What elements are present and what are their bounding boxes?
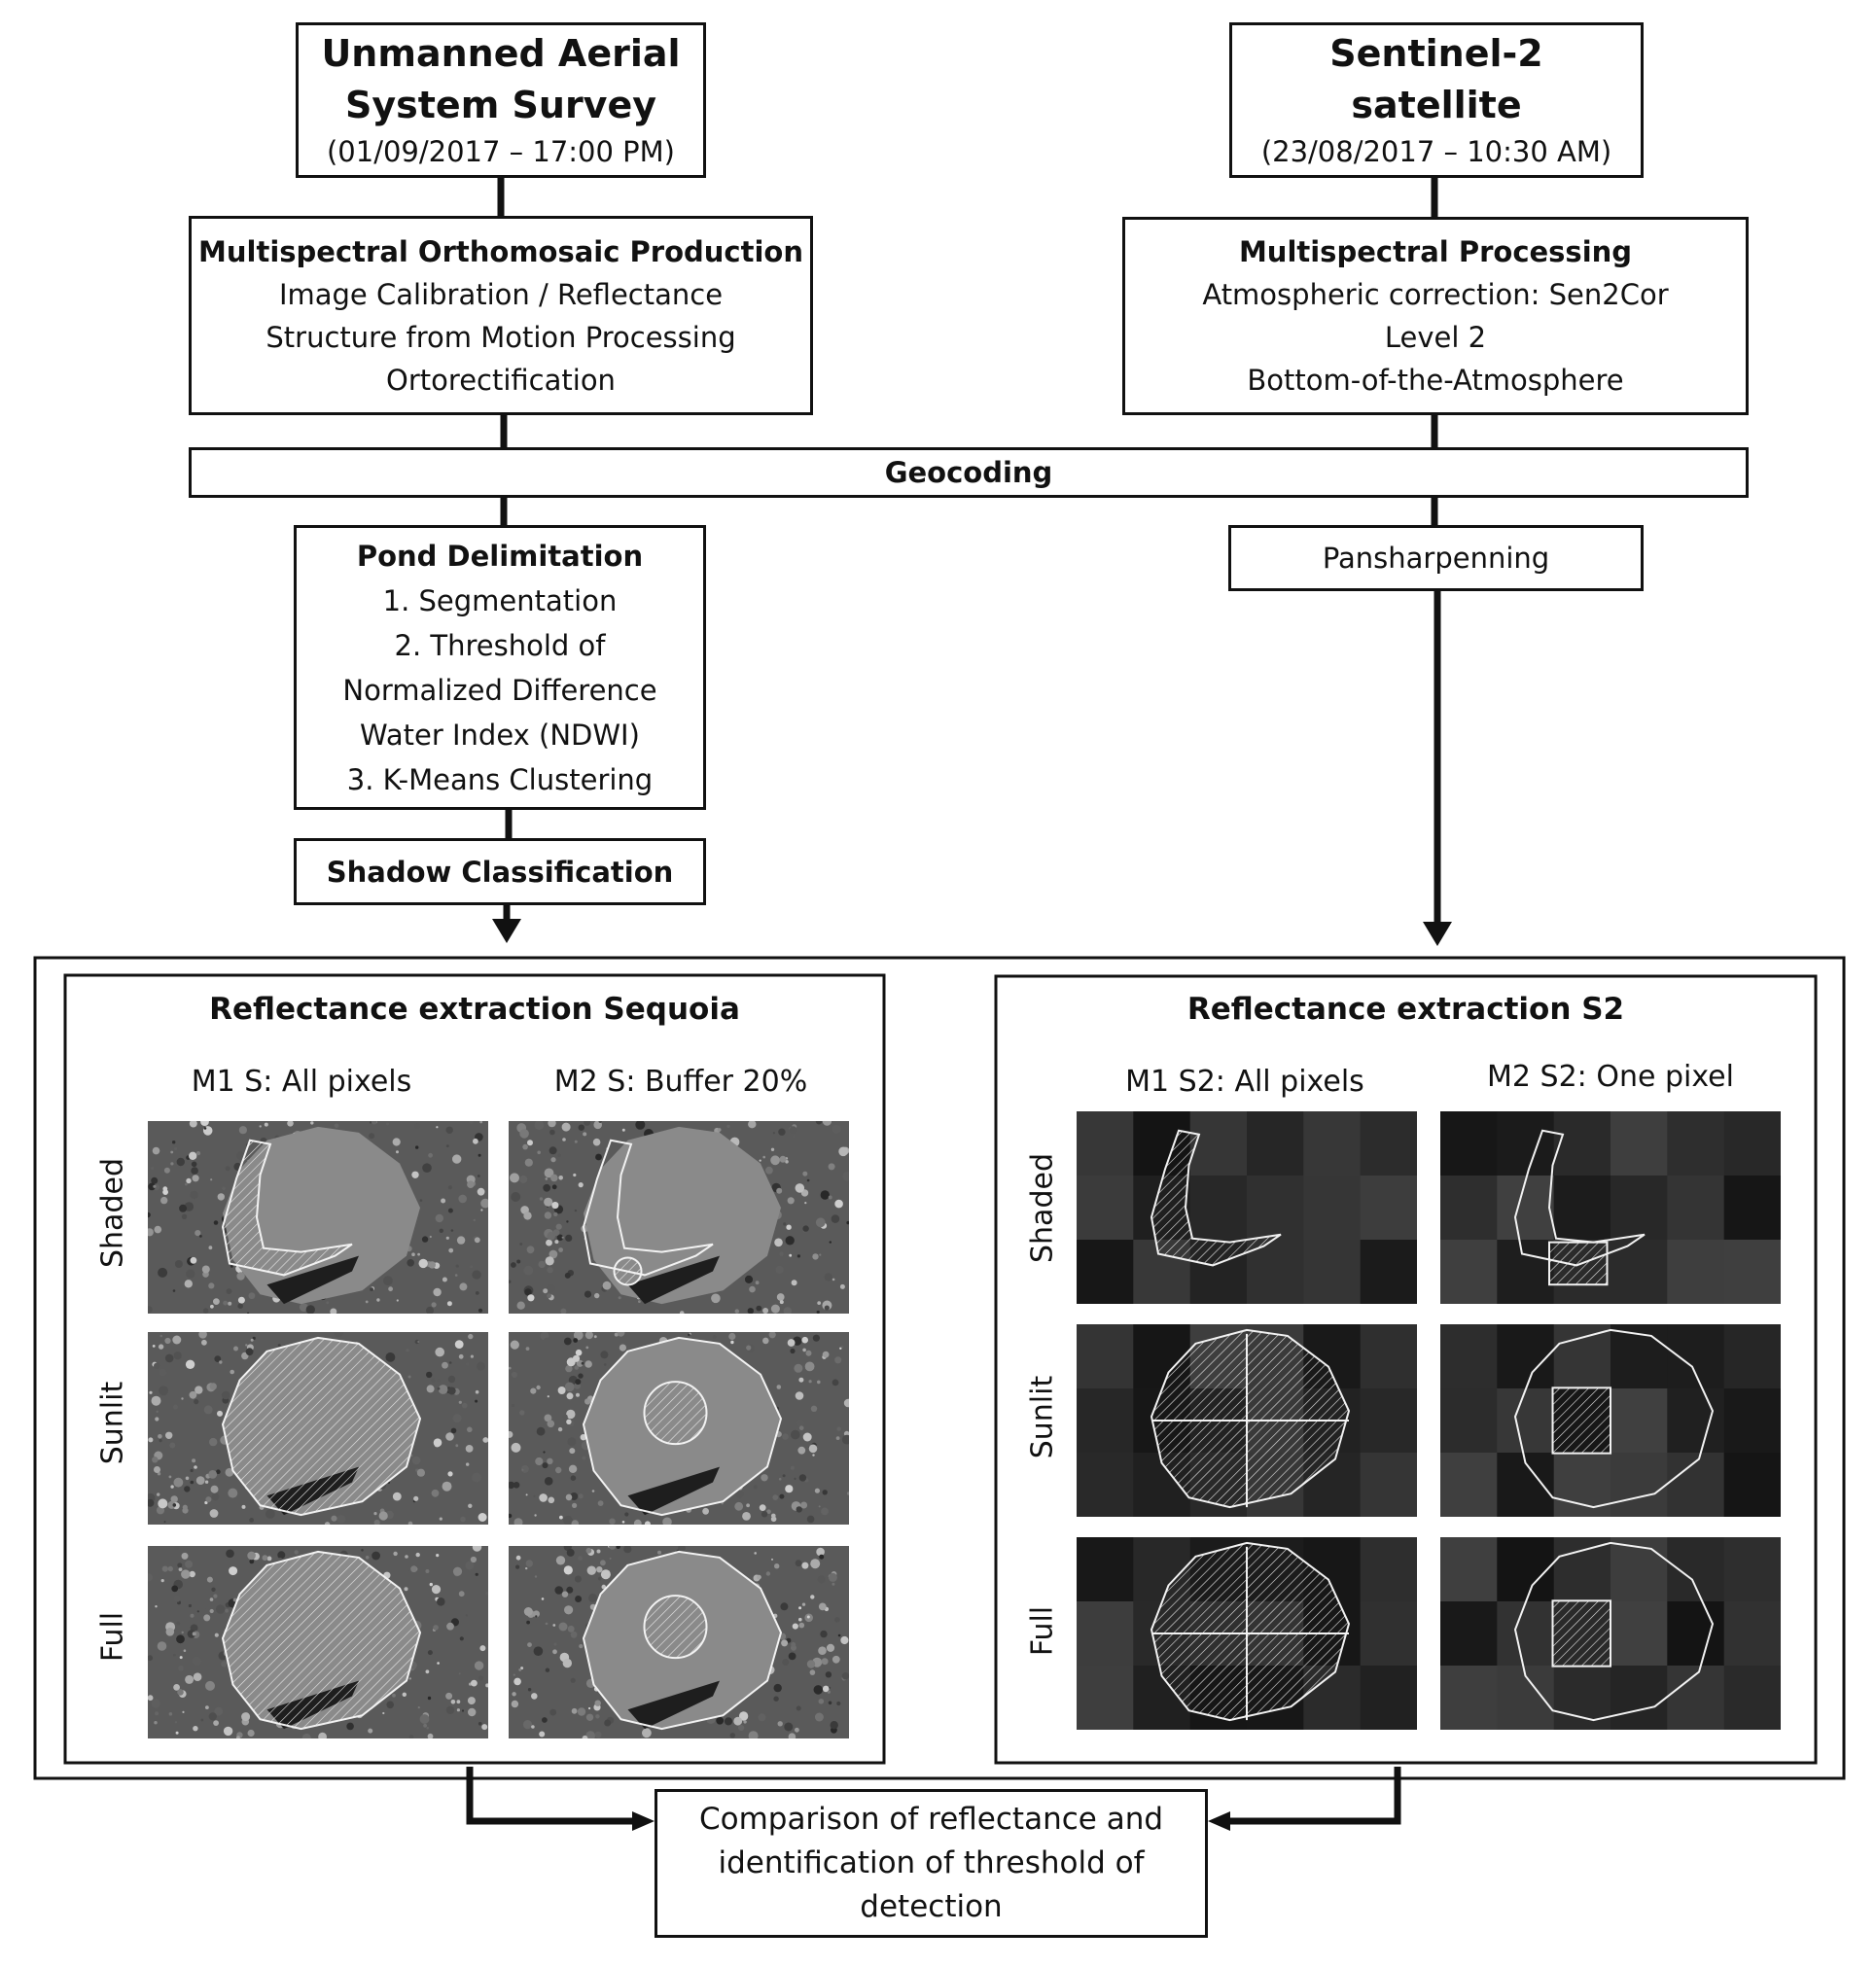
comparison-box: Comparison of reflectance and identifica… [655, 1789, 1208, 1938]
shadow-label: Shadow Classification [326, 855, 674, 889]
msproc-box: Multispectral Processing Atmospheric cor… [1122, 217, 1749, 415]
geocoding-box: Geocoding [189, 447, 1749, 498]
pond-line-4: Water Index (NDWI) [360, 718, 640, 752]
pond-box: Pond Delimitation 1. Segmentation 2. Thr… [294, 525, 706, 810]
ortho-line-1: Image Calibration / Reflectance [278, 277, 724, 311]
sequoia-col2-label: M2 S: Buffer 20% [553, 1065, 808, 1099]
s2-tile-shaded-m2 [1440, 1111, 1781, 1304]
sequoia-tile-shaded-m2 [509, 1121, 849, 1314]
sequoia-col1-label: M1 S: All pixels [191, 1065, 412, 1099]
s2-box: Sentinel-2 satellite (23/08/2017 – 10:30… [1229, 22, 1644, 178]
sequoia-tile-shaded-m1 [148, 1121, 488, 1314]
s2panel-col2-label: M2 S2: One pixel [1487, 1060, 1734, 1094]
s2panel-row-shaded: Shaded [1025, 1153, 1060, 1263]
uas-box: Unmanned Aerial System Survey (01/09/201… [296, 22, 706, 178]
uas-title-2: System Survey [345, 84, 656, 126]
sequoia-tile-full-m2 [509, 1546, 849, 1738]
sequoia-row-shaded: Shaded [95, 1158, 130, 1268]
sequoia-tile-sunlit-m1 [148, 1332, 488, 1525]
msproc-line-2: Level 2 [1384, 321, 1487, 354]
geocoding-label: Geocoding [884, 456, 1053, 489]
comparison-line-1: Comparison of reflectance and [698, 1802, 1164, 1837]
s2-tile-shaded-m1 [1077, 1111, 1417, 1304]
uas-title-1: Unmanned Aerial [321, 32, 681, 75]
ortho-title: Multispectral Orthomosaic Production [198, 234, 803, 268]
sequoia-row-full: Full [95, 1611, 130, 1663]
pond-title: Pond Delimitation [356, 539, 644, 573]
sequoia-title: Reflectance extraction Sequoia [209, 992, 740, 1027]
ortho-box: Multispectral Orthomosaic Production Ima… [189, 216, 813, 415]
s2-tile-full-m2 [1440, 1537, 1781, 1730]
comparison-line-2: identification of threshold of [718, 1845, 1145, 1880]
pansharp-box: Pansharpenning [1228, 525, 1644, 591]
uas-date: (01/09/2017 – 17:00 PM) [326, 135, 675, 168]
s2panel-row-sunlit: Sunlit [1025, 1375, 1060, 1459]
msproc-title: Multispectral Processing [1238, 235, 1633, 268]
sequoia-tile-full-m1 [148, 1546, 488, 1738]
comparison-line-3: detection [860, 1889, 1003, 1924]
s2-tile-sunlit-m2 [1440, 1324, 1781, 1517]
ortho-line-3: Ortorectification [386, 363, 616, 397]
s2panel-col1-label: M1 S2: All pixels [1125, 1065, 1364, 1099]
s2-title-1: Sentinel-2 [1329, 32, 1543, 75]
pond-line-3: Normalized Difference [342, 673, 657, 707]
sequoia-row-sunlit: Sunlit [95, 1381, 130, 1465]
s2-tile-full-m1 [1077, 1537, 1417, 1730]
s2panel-title: Reflectance extraction S2 [1186, 992, 1625, 1027]
ortho-line-2: Structure from Motion Processing [265, 320, 736, 354]
sequoia-tile-sunlit-m2 [509, 1332, 849, 1525]
s2-title-2: satellite [1351, 84, 1522, 126]
msproc-line-3: Bottom-of-the-Atmosphere [1247, 364, 1624, 397]
pansharp-label: Pansharpenning [1322, 542, 1550, 575]
s2-tile-sunlit-m1 [1077, 1324, 1417, 1517]
pond-line-5: 3. K-Means Clustering [346, 762, 654, 796]
msproc-line-1: Atmospheric correction: Sen2Cor [1202, 278, 1669, 311]
pond-line-1: 1. Segmentation [382, 583, 618, 617]
s2panel-row-full: Full [1025, 1605, 1060, 1657]
shadow-box: Shadow Classification [294, 838, 706, 905]
pond-line-2: 2. Threshold of [394, 628, 606, 662]
s2-date: (23/08/2017 – 10:30 AM) [1260, 135, 1612, 168]
